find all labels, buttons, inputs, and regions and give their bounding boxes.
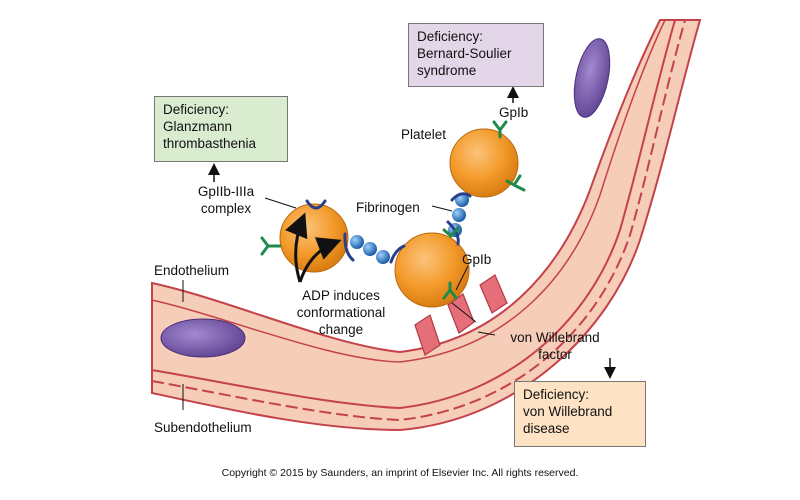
subendothelium-line	[151, 19, 676, 410]
platelet-top	[449, 128, 519, 198]
gpib-middle-label: GpIb	[462, 252, 492, 267]
gpiib-iiia-receptors	[305, 192, 472, 264]
endothelium-label: Endothelium	[154, 263, 230, 278]
endothelium-line	[151, 19, 666, 363]
endothelial-nucleus-left	[160, 318, 246, 358]
pointer-arrows	[208, 86, 616, 379]
fibrinogen-chain-left	[350, 235, 390, 264]
vwf-arrows	[414, 274, 508, 356]
subendothelium-dash	[151, 19, 686, 422]
platelet-left	[279, 203, 349, 273]
glanzmann-deficiency-box: Deficiency: Glanzmann thrombasthenia	[154, 96, 288, 162]
fibrinogen-label: Fibrinogen	[356, 200, 420, 215]
gpiib-iiia-label: GpIIb-IIIa complex	[197, 184, 255, 216]
platelet-label: Platelet	[401, 127, 447, 142]
copyright-notice: Copyright © 2015 by Saunders, an imprint…	[221, 467, 579, 479]
gpib-top-label: GpIb	[499, 105, 529, 120]
adp-label: ADP induces conformational change	[296, 288, 386, 337]
subendothelium-label: Subendothelium	[154, 420, 252, 435]
bernard-soulier-deficiency-box: Deficiency: Bernard-Soulier syndrome	[408, 23, 544, 87]
endothelial-nucleus-top	[573, 38, 611, 118]
leader-lines	[182, 197, 496, 410]
gpib-receptors	[260, 120, 526, 300]
vwf-label: von Willebrand factor	[510, 330, 600, 362]
von-willebrand-deficiency-box: Deficiency: von Willebrand disease	[514, 381, 646, 447]
adp-arrows	[285, 212, 342, 283]
